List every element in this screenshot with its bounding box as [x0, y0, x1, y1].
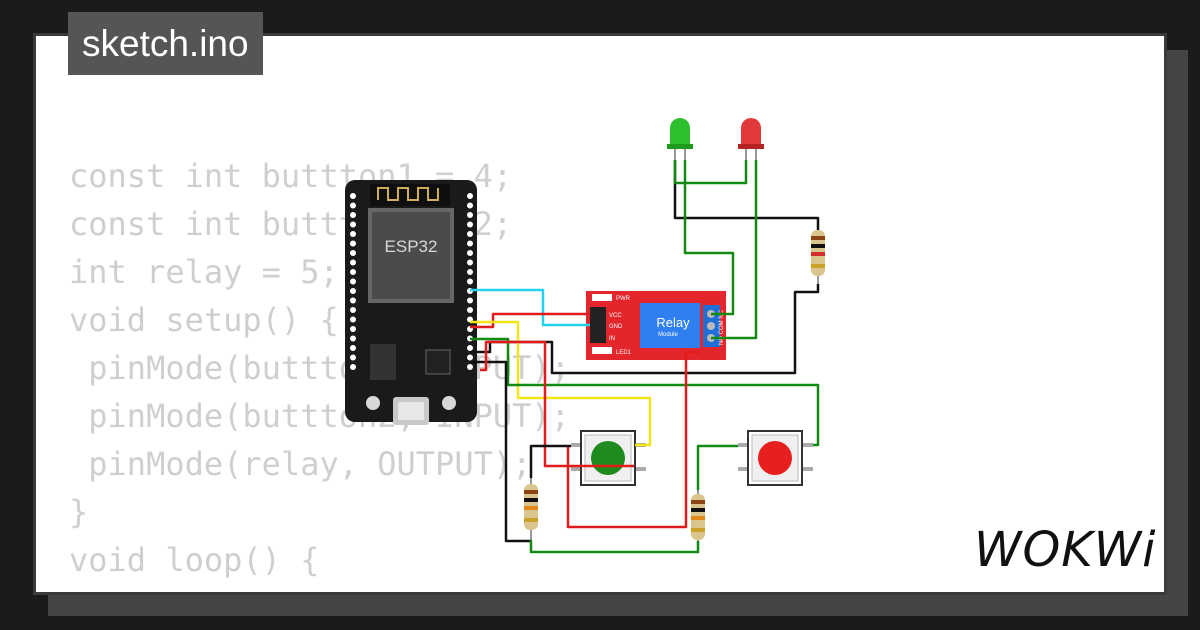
wire-red-relay	[566, 350, 700, 529]
header-pin	[467, 231, 473, 237]
relay-module: Relay Module PWR LED1 VCC GND IN NO COM …	[586, 291, 726, 360]
code-line: void setup() {	[69, 301, 339, 339]
wire-black-button1	[529, 444, 571, 478]
header-pin	[350, 269, 356, 275]
header-pin	[350, 221, 356, 228]
wire-green-led-common	[673, 160, 748, 185]
header-pin	[350, 345, 356, 351]
resistor-button1	[524, 478, 538, 540]
relay-label: Relay	[656, 315, 690, 330]
header-pin	[350, 212, 356, 218]
wire-green-ground	[529, 540, 700, 554]
header-pin	[350, 288, 356, 294]
header-pin	[467, 221, 473, 228]
wire-green-button	[470, 337, 820, 447]
header-pin	[467, 212, 473, 218]
header-pin	[350, 364, 356, 370]
relay-pin-in: IN	[609, 336, 615, 342]
wire-cyan	[470, 288, 590, 327]
header-pin	[350, 297, 356, 304]
header-pin	[350, 250, 356, 256]
header-pin	[467, 269, 473, 275]
wire-red-button	[480, 340, 634, 468]
resistor-led	[811, 220, 825, 284]
wire-green-no	[683, 160, 735, 316]
header-pin	[467, 354, 473, 361]
header-pin	[350, 307, 356, 313]
relay-led-pwr: PWR	[616, 296, 631, 302]
header-pin	[350, 240, 356, 247]
esp32-label: ESP32	[385, 237, 438, 256]
header-pin	[350, 259, 356, 266]
wire-black-gnd	[470, 284, 820, 375]
wire-green-nc	[711, 160, 758, 340]
wire-black-led	[673, 160, 820, 230]
header-pin	[350, 202, 356, 209]
code-line: }	[69, 493, 89, 531]
wire-yellow	[470, 320, 652, 447]
wire-black-button	[470, 360, 531, 543]
header-pin	[467, 202, 473, 209]
header-pin	[467, 345, 473, 351]
header-pin	[467, 278, 473, 285]
header-pin	[350, 354, 356, 361]
header-pin	[350, 326, 356, 332]
relay-sublabel: Module	[658, 332, 678, 338]
file-tab: sketch.ino	[68, 12, 263, 75]
header-pin	[350, 231, 356, 237]
wire-red-vcc	[470, 312, 590, 329]
header-pin	[350, 335, 356, 342]
header-pin	[350, 316, 356, 323]
red-pushbutton[interactable]	[738, 430, 813, 486]
header-pin	[467, 193, 473, 199]
header-pin	[467, 250, 473, 256]
header-pin	[350, 278, 356, 285]
relay-pin-vcc: VCC	[609, 313, 622, 319]
code-preview: const int buttton1 = 4;const int buttton…	[69, 152, 570, 584]
header-pin	[467, 307, 473, 313]
header-pin	[467, 364, 473, 370]
header-pin	[467, 240, 473, 247]
wokwi-logo: WOKWi	[974, 522, 1157, 578]
wires	[470, 160, 820, 554]
relay-led-1: LED1	[616, 350, 632, 356]
red-led	[738, 118, 764, 160]
esp32-board: ESP32	[345, 180, 477, 425]
code-line: void loop() {	[69, 541, 320, 579]
header-pin	[467, 297, 473, 304]
resistor-button2	[691, 490, 705, 550]
green-led	[667, 118, 693, 160]
green-pushbutton[interactable]	[571, 430, 646, 486]
header-pin	[467, 259, 473, 266]
code-line: int relay = 5;	[69, 253, 339, 291]
relay-pin-gnd: GND	[609, 324, 623, 330]
header-pin	[350, 193, 356, 199]
wire-green-button2	[696, 444, 738, 490]
relay-terminal-labels: NO COM NC	[719, 309, 725, 345]
